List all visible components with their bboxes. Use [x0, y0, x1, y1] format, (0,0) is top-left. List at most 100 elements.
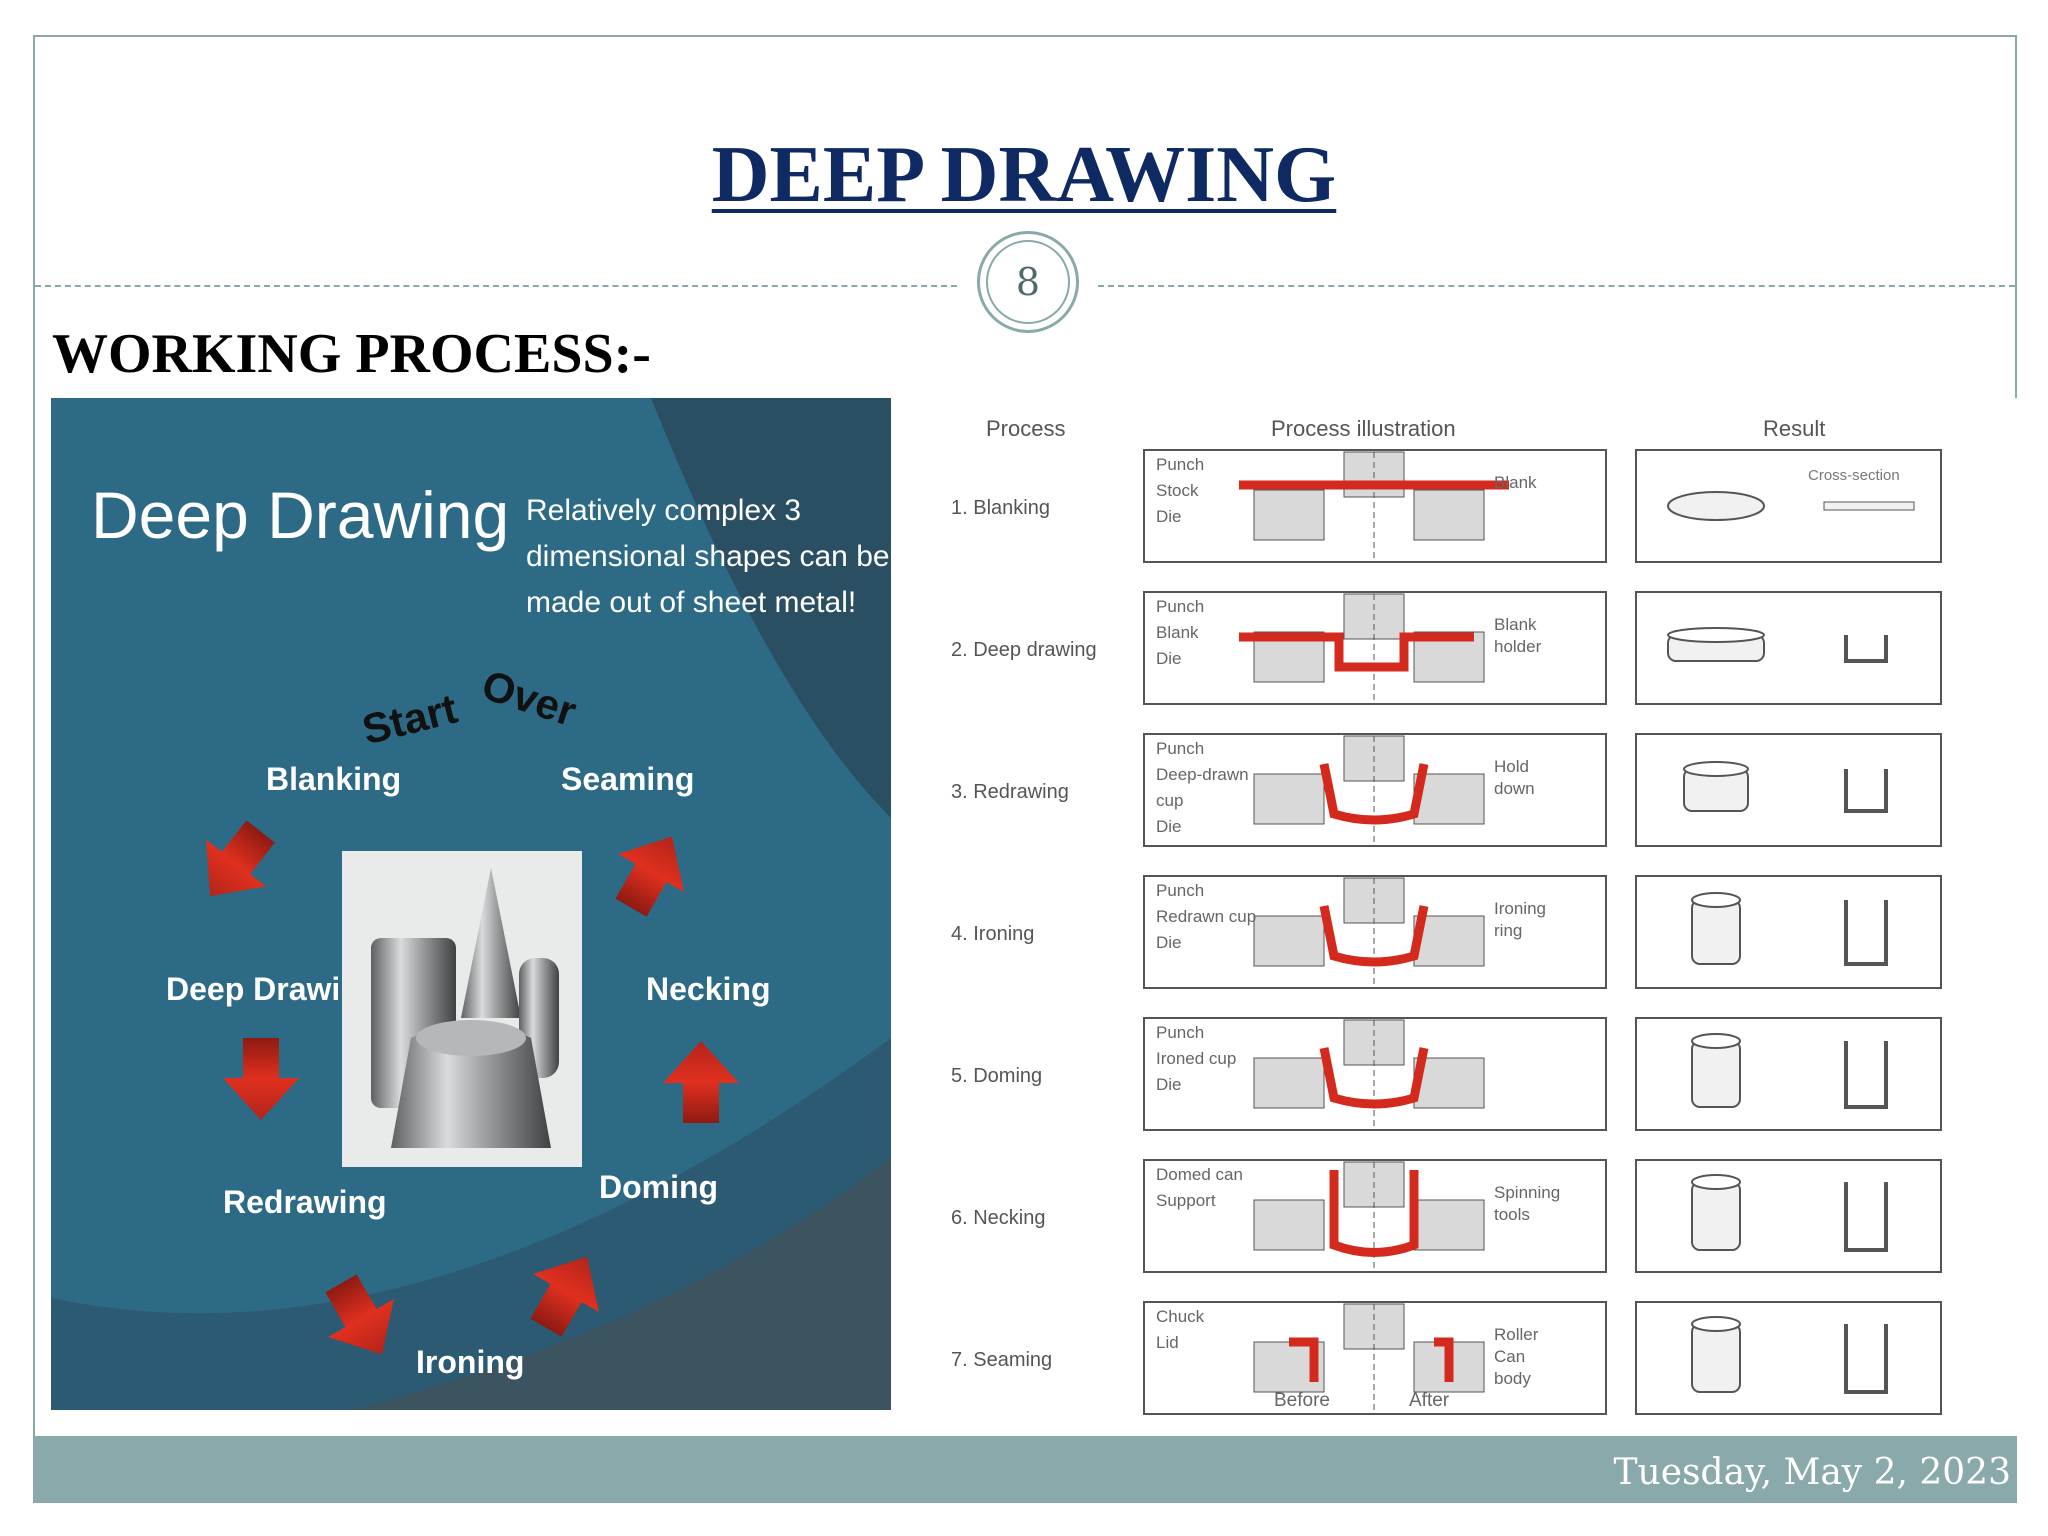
result-shape-top: [1691, 1033, 1741, 1049]
illustration-label: cup: [1156, 791, 1183, 810]
process-name: 5. Doming: [951, 1065, 1042, 1087]
die-left: [1253, 1057, 1325, 1109]
workpiece: [1329, 1170, 1419, 1257]
illustration-label: Die: [1156, 649, 1182, 668]
illustration-label: holder: [1494, 637, 1542, 656]
slide-title: DEEP DRAWING: [711, 131, 1337, 219]
process-name: 1. Blanking: [951, 497, 1050, 519]
illustration-label: Hold: [1494, 757, 1529, 776]
illustration-label: Punch: [1156, 739, 1204, 758]
illustration-label: Lid: [1156, 1333, 1179, 1352]
die-left: [1253, 915, 1325, 967]
header-process: Process: [986, 416, 1065, 441]
illustration-label: Blank: [1494, 615, 1537, 634]
illustration-label: Ironing: [1494, 899, 1546, 918]
illustration-label: tools: [1494, 1205, 1530, 1224]
illustration-label: Stock: [1156, 481, 1199, 500]
illustration-label: Ironed cup: [1156, 1049, 1236, 1068]
section-subtitle: WORKING PROCESS:-: [52, 323, 651, 385]
illustration-label: Deep-drawn: [1156, 765, 1249, 784]
process-name: 4. Ironing: [951, 923, 1034, 945]
die-right: [1413, 773, 1485, 825]
cycle-diagram-panel: Deep Drawing Relatively complex 3 dimens…: [51, 398, 891, 1410]
process-name: 3. Redrawing: [951, 781, 1069, 803]
result-shape-top: [1691, 1316, 1741, 1332]
illustration-label: Punch: [1156, 597, 1204, 616]
illustration-label: body: [1494, 1369, 1531, 1388]
die-left: [1253, 1199, 1325, 1251]
die-left: [1253, 773, 1325, 825]
illustration-label: Punch: [1156, 881, 1204, 900]
die-right: [1413, 1199, 1485, 1251]
header-divider-left: [35, 285, 957, 287]
process-name: 6. Necking: [951, 1207, 1046, 1229]
cross-section-shape: [1844, 769, 1888, 813]
workpiece: [1319, 763, 1429, 825]
cross-section-shape: [1844, 1182, 1888, 1252]
cycle-diagram: Deep Drawing Relatively complex 3 dimens…: [51, 398, 891, 1410]
step-seaming: Seaming: [561, 761, 694, 797]
diagram-description-line-3: made out of sheet metal!: [526, 586, 856, 619]
result-shape: [1691, 899, 1741, 965]
footer-bar: [35, 1436, 2017, 1502]
workpiece: [1319, 1047, 1429, 1109]
header-divider-right: [1098, 285, 2015, 287]
result-shape: [1667, 491, 1765, 521]
illustration-label: Spinning: [1494, 1183, 1560, 1202]
die-right: [1413, 1057, 1485, 1109]
illustration-label: Blank: [1156, 623, 1199, 642]
illustration-label: Die: [1156, 1075, 1182, 1094]
illustration-label: Die: [1156, 933, 1182, 952]
illustration-label: Punch: [1156, 1023, 1204, 1042]
result-box: [1635, 733, 1942, 847]
illustration-label: down: [1494, 779, 1535, 798]
workpiece: [1239, 632, 1474, 672]
cross-section-shape: [1844, 900, 1888, 966]
result-box: [1635, 1301, 1942, 1415]
result-box: [1635, 1017, 1942, 1131]
cross-section-shape: [1844, 635, 1888, 663]
cross-section-shape: [1844, 1324, 1888, 1394]
diagram-shade-bottom: [351, 1158, 891, 1410]
illustration-label: Chuck: [1156, 1307, 1205, 1326]
illustration-label: Die: [1156, 817, 1182, 836]
header-illustration: Process illustration: [1271, 416, 1456, 441]
header-result: Result: [1763, 416, 1825, 441]
process-table-panel: Process Process illustration Result 1. B…: [891, 398, 2024, 1440]
footer-date: Tuesday, May 2, 2023: [1613, 1452, 2011, 1493]
step-redrawing: Redrawing: [223, 1184, 387, 1220]
die-left: [1253, 489, 1325, 541]
illustration-label: Domed can: [1156, 1165, 1243, 1184]
process-name: 2. Deep drawing: [951, 639, 1097, 661]
illustration-label: Punch: [1156, 455, 1204, 474]
diagram-description-line-2: dimensional shapes can be: [526, 540, 890, 573]
step-blanking: Blanking: [266, 761, 401, 797]
result-shape-top: [1691, 892, 1741, 908]
illustration-label: Redrawn cup: [1156, 907, 1256, 926]
result-shape-top: [1683, 761, 1749, 777]
result-shape-top: [1667, 627, 1765, 643]
illustration-label: After: [1409, 1390, 1450, 1411]
illustration-label: Before: [1274, 1390, 1330, 1411]
workpiece: [1319, 905, 1429, 967]
cross-section-shape: [1844, 1041, 1888, 1109]
illustration-label: Roller: [1494, 1325, 1539, 1344]
cross-section-label: Cross-section: [1808, 467, 1900, 484]
page-number: 8: [986, 240, 1070, 324]
result-shape: [1691, 1181, 1741, 1251]
step-doming: Doming: [599, 1169, 718, 1205]
diagram-description-line-1: Relatively complex 3: [526, 494, 801, 527]
cross-section-shape: [1823, 501, 1915, 511]
page-number-badge: 8: [977, 231, 1079, 333]
result-shape-top: [1691, 1174, 1741, 1190]
die-right: [1413, 489, 1485, 541]
workpiece: [1289, 1337, 1454, 1382]
die-right: [1413, 915, 1485, 967]
